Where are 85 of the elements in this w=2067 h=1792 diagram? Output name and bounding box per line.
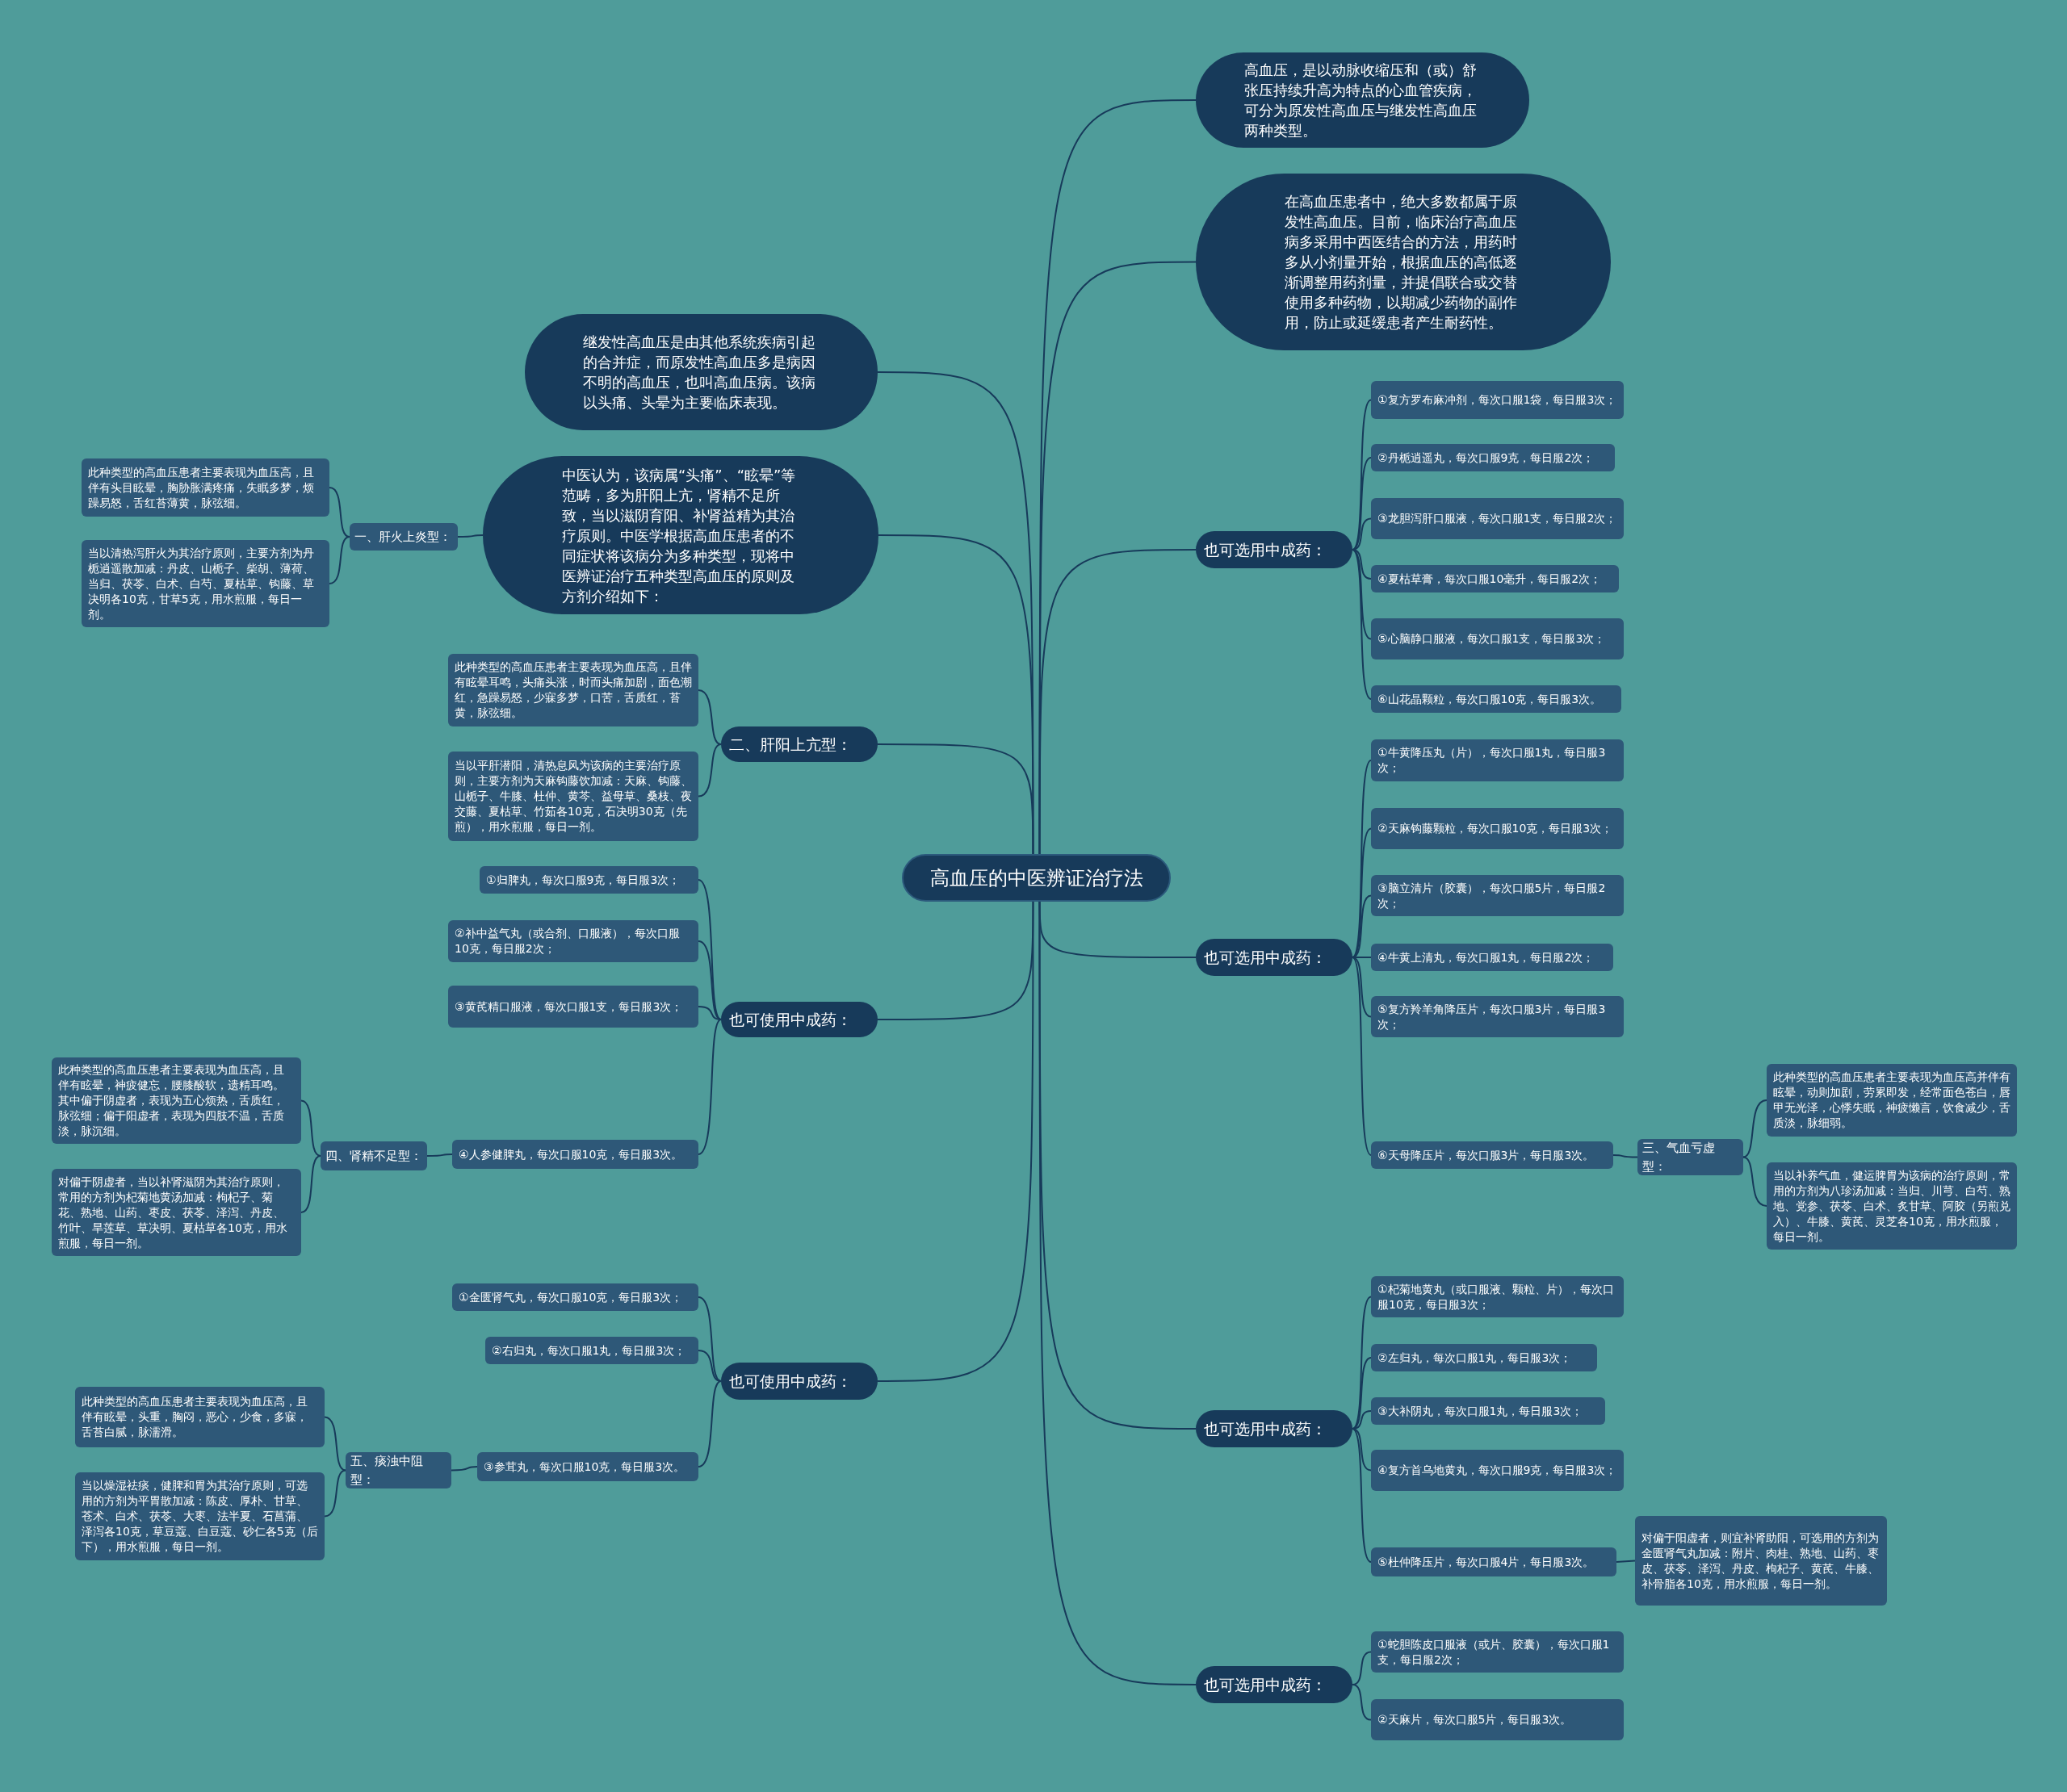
item-card: ③大补阴丸，每次口服1丸，每日服3次； — [1371, 1397, 1605, 1425]
connector-line — [324, 1469, 346, 1518]
item-card: ①蛇胆陈皮口服液（或片、胶囊），每次口服1支，每日服2次； — [1371, 1631, 1624, 1673]
connector-line — [698, 1006, 722, 1020]
item-card: ④复方首乌地黄丸，每次口服9克，每日服3次； — [1371, 1450, 1624, 1491]
item-card: ①牛黄降压丸（片），每次口服1丸，每日服3次； — [1371, 739, 1624, 781]
item-card: ④牛黄上清丸，每次口服1丸，每日服2次； — [1371, 944, 1613, 971]
central-topic: 高血压的中医辨证治疗法 — [902, 854, 1171, 902]
note-card: 此种类型的高血压患者主要表现为血压高，且伴有眩晕，头重，胸闷，恶心，少食，多寐，舌苔白腻，脉濡滑。 — [75, 1387, 325, 1447]
connector-line — [300, 1099, 321, 1157]
note-card: 对偏于阳虚者，则宜补肾助阳，可选用的方剂为金匮肾气丸加减：附片、肉桂、熟地、山药、枣皮、茯苓、泽泻、丹皮、枸杞子、黄芪、牛膝、补骨脂各10克，用水煎服，每日一剂。 — [1635, 1516, 1887, 1606]
item-card: ④人参健脾丸，每次口服10克，每日服3次。 — [452, 1140, 698, 1169]
item-card: ②天麻钩藤颗粒，每次口服10克，每日服3次； — [1371, 808, 1624, 849]
branch-label: 也可选用中成药： — [1196, 1410, 1352, 1447]
connector-line — [1616, 1560, 1636, 1563]
connector-line — [1612, 1154, 1638, 1158]
connector-line — [1352, 1428, 1372, 1563]
note-card: 当以平肝潜阳，清热息风为该病的主要治疗原则，主要方剂为天麻钩藤饮加减：天麻、钩藤、山栀子、牛膝、杜仲、黄芩、益母草、桑枝、夜交藤、夏枯草、竹茹各10克，石决明30克（先煎），用水煎服，每日一剂。 — [448, 752, 698, 841]
note-card: 当以清热泻肝火为其治疗原则，主要方剂为丹栀逍遥散加减：丹皮、山栀子、柴胡、薄荷、当归、茯苓、白术、白芍、夏枯草、钩藤、草决明各10克，甘草5克，用水煎服，每日一剂。 — [82, 540, 329, 627]
connector-line — [1742, 1156, 1767, 1207]
note-card: 此种类型的高血压患者主要表现为血压高，且伴有眩晕，神疲健忘，腰膝酸软，遗精耳鸣。其中偏于阴虚者，表现为五心烦热，舌质红，脉弦细；偏于阳虚者，表现为四肢不温，舌质淡，脉沉细。 — [52, 1057, 301, 1144]
connector-line — [329, 536, 350, 584]
branch-label: 也可选用中成药： — [1196, 939, 1352, 976]
note-card: 此种类型的高血压患者主要表现为血压高，且伴有头目眩晕，胸胁胀满疼痛，失眠多梦，烦躁易怒，舌红苔薄黄，脉弦细。 — [82, 458, 329, 517]
connector-line — [1352, 399, 1372, 551]
connector-line — [698, 1296, 722, 1382]
item-card: ①复方罗布麻冲剂，每次口服1袋，每日服3次； — [1371, 381, 1624, 419]
item-card: ②丹栀逍遥丸，每次口服9克，每日服2次； — [1371, 444, 1615, 471]
item-card: ②天麻片，每次口服5片，每日服3次。 — [1371, 1699, 1624, 1740]
connector-line — [877, 901, 1034, 1382]
connector-line — [451, 1466, 478, 1472]
subtype-label: 一、肝火上炎型： — [350, 523, 458, 551]
connector-line — [1742, 1099, 1767, 1158]
connector-line — [457, 534, 484, 538]
branch-label: 也可使用中成药： — [721, 1002, 878, 1037]
connector-line — [877, 743, 1034, 855]
item-card: ②右归丸，每次口服1丸，每日服3次； — [485, 1337, 698, 1364]
item-card: ④夏枯草膏，每次口服10毫升，每日服2次； — [1371, 565, 1619, 592]
item-card: ②补中益气丸（或合剂、口服液），每次口服10克，每日服2次； — [448, 920, 698, 962]
connector-line — [698, 879, 722, 1020]
note-card: 此种类型的高血压患者主要表现为血压高，且伴有眩晕耳鸣，头痛头涨，时而头痛加剧，面色潮红，急躁易怒，少寐多梦，口苦，舌质红，苔黄，脉弦细。 — [448, 654, 698, 726]
connector-line — [1352, 549, 1372, 700]
topic-pill: 继发性高血压是由其他系统疾病引起的合并症，而原发性高血压多是病因不明的高血压，也叫高血压病。该病以头痛、头晕为主要临床表现。 — [525, 314, 878, 430]
connector-line — [300, 1155, 321, 1213]
note-card: 当以燥湿祛痰，健脾和胃为其治疗原则，可选用的方剂为平胃散加减：陈皮、厚朴、甘草、苍术、白术、茯苓、大枣、法半夏、石菖蒲、泽泻各10克，草豆蔻、白豆蔻、砂仁各5克（后下），用水煎服，每日一剂。 — [75, 1472, 325, 1560]
connector-line — [1038, 901, 1197, 1685]
item-card: ⑤心脑静口服液，每次口服1支，每日服3次； — [1371, 618, 1624, 659]
connector-line — [1352, 1684, 1372, 1721]
item-card: ②左归丸，每次口服1丸，每日服3次； — [1371, 1344, 1597, 1371]
item-card: ③黄芪精口服液，每次口服1支，每日服3次； — [448, 986, 698, 1028]
subtype-label: 三、气血亏虚型： — [1637, 1139, 1743, 1175]
topic-pill: 高血压，是以动脉收缩压和（或）舒张压持续升高为特点的心血管疾病，可分为原发性高血压与继发性高血压两种类型。 — [1196, 52, 1529, 148]
connector-line — [329, 487, 350, 538]
item-card: ⑥天母降压片，每次口服3片，每日服3次。 — [1371, 1141, 1613, 1169]
connector-line — [698, 940, 722, 1020]
connector-line — [1352, 1296, 1372, 1430]
connector-line — [426, 1153, 453, 1157]
item-card: ③参茸丸，每次口服10克，每日服3次。 — [477, 1452, 698, 1481]
branch-label: 二、肝阳上亢型： — [721, 726, 878, 762]
item-card: ⑤复方羚羊角降压片，每次口服3片，每日服3次； — [1371, 996, 1624, 1037]
connector-line — [698, 1350, 722, 1382]
connector-line — [698, 1019, 722, 1155]
item-card: ①杞菊地黄丸（或口服液、颗粒、片），每次口服10克，每日服3次； — [1371, 1276, 1624, 1317]
connector-line — [698, 743, 722, 798]
subtype-label: 五、痰浊中阻型： — [346, 1452, 451, 1488]
topic-pill: 中医认为，该病属“头痛”、“眩晕”等范畴，多为肝阳上亢，肾精不足所致，当以滋阴育阳、补肾益精为其治疗原则。中医学根据高血压患者的不同症状将该病分为多种类型，现将中医辨证治疗五种类型高血压的原则及方剂介绍如下： — [483, 456, 878, 614]
note-card: 当以补养气血，健运脾胃为该病的治疗原则，常用的方剂为八珍汤加减：当归、川芎、白芍、熟地、党参、茯苓、白术、炙甘草、阿胶（另煎兑入）、牛膝、黄芪、灵芝各10克，用水煎服，每日一剂。 — [1767, 1162, 2017, 1250]
item-card: ③脑立清片（胶囊），每次口服5片，每日服2次； — [1371, 875, 1624, 916]
note-card: 对偏于阴虚者，当以补肾滋阴为其治疗原则，常用的方剂为杞菊地黄汤加减：枸杞子、菊花、熟地、山药、枣皮、茯苓、泽泻、丹皮、竹叶、旱莲草、草决明、夏枯草各10克，用水煎服，每日一剂。 — [52, 1169, 301, 1256]
item-card: ③龙胆泻肝口服液，每次口服1支，每日服2次； — [1371, 498, 1624, 539]
branch-label: 也可选用中成药： — [1196, 1666, 1352, 1703]
note-card: 此种类型的高血压患者主要表现为血压高并伴有眩晕，动则加剧，劳累即发，经常面色苍白，唇甲无光泽，心悸失眠，神疲懒言，饮食减少，舌质淡，脉细弱。 — [1767, 1064, 2017, 1137]
branch-label: 也可选用中成药： — [1196, 531, 1352, 568]
item-card: ①金匮肾气丸，每次口服10克，每日服3次； — [452, 1283, 698, 1311]
subtype-label: 四、肾精不足型： — [321, 1141, 427, 1170]
branch-label: 也可使用中成药： — [721, 1363, 878, 1400]
topic-pill: 在高血压患者中，绝大多数都属于原发性高血压。目前，临床治疗高血压病多采用中西医结合的方法，用药时多从小剂量开始，根据血压的高低逐渐调整用药剂量，并提倡联合或交替使用多种药物，以期减少药物的副作用，防止或延缓患者产生耐药性。 — [1196, 174, 1611, 350]
connector-line — [324, 1416, 346, 1472]
connector-line — [698, 689, 722, 745]
connector-line — [1352, 957, 1372, 1156]
item-card: ⑤杜仲降压片，每次口服4片，每日服3次。 — [1371, 1547, 1616, 1576]
item-card: ⑥山花晶颗粒，每次口服10克，每日服3次。 — [1371, 685, 1621, 713]
connector-line — [698, 1380, 722, 1468]
connector-line — [1038, 549, 1197, 855]
item-card: ①归脾丸，每次口服9克，每日服3次； — [480, 866, 698, 894]
